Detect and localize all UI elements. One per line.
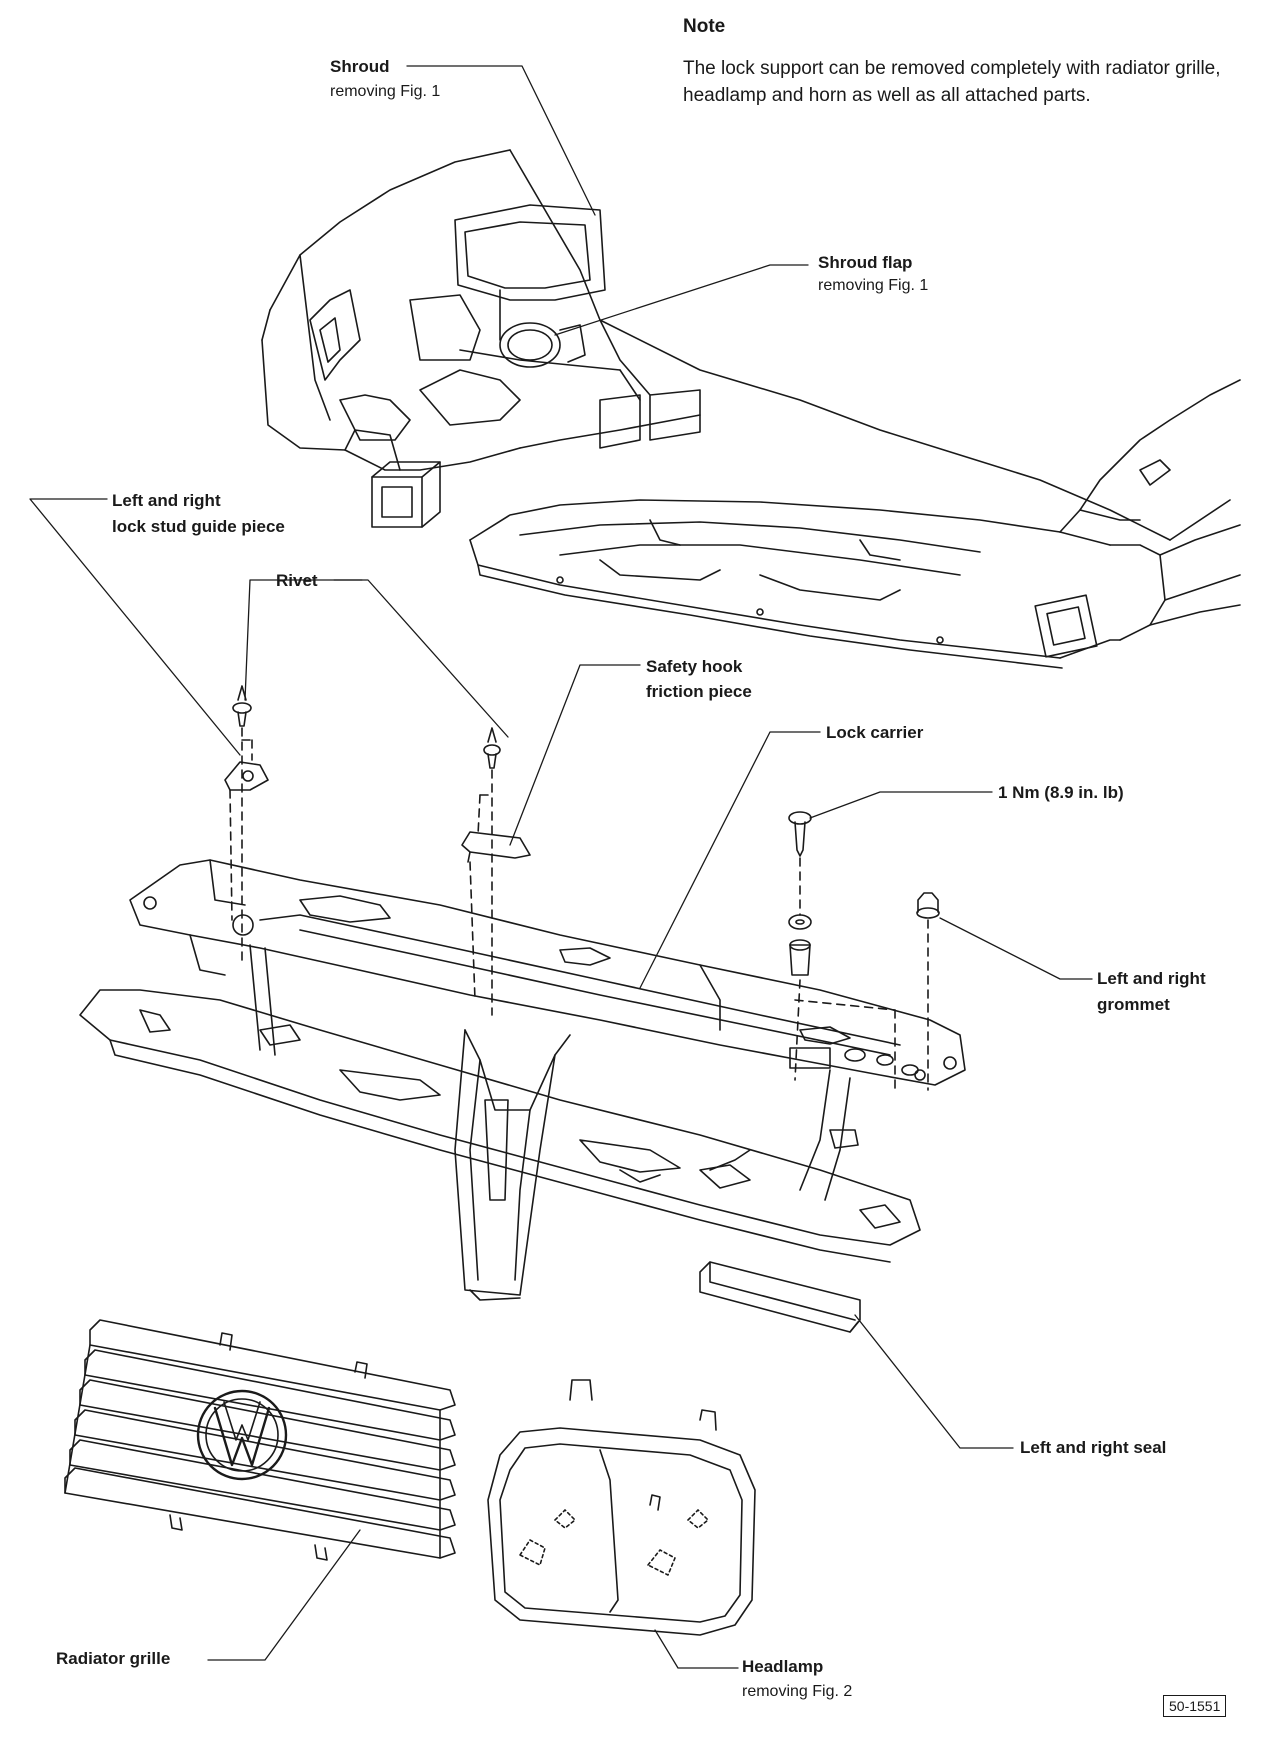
- assembly-guide-lines: [230, 728, 928, 1090]
- lock-carrier: [80, 860, 965, 1300]
- label-lock-carrier: Lock carrier: [826, 723, 924, 742]
- seal: [700, 1262, 860, 1332]
- label-headlamp: Headlamp: [742, 1657, 824, 1676]
- label-safety-hook-1: Safety hook: [646, 657, 743, 676]
- label-grommet-1: Left and right: [1097, 969, 1206, 988]
- headlamp: [488, 1380, 755, 1635]
- figure-number: 50-1551: [1163, 1695, 1227, 1717]
- label-shroud-flap-sub: removing Fig. 1: [818, 277, 929, 294]
- leader-lines: [30, 66, 1092, 1668]
- label-lock-stud-guide-1: Left and right: [112, 491, 221, 510]
- label-shroud-flap: Shroud flap: [818, 253, 913, 272]
- vehicle-body-front: [262, 150, 1240, 668]
- lock-stud-guide-piece: [225, 762, 268, 790]
- label-lock-stud-guide-2: lock stud guide piece: [112, 517, 285, 536]
- label-safety-hook-2: friction piece: [646, 682, 752, 701]
- grommet: [917, 893, 939, 918]
- label-seal: Left and right seal: [1020, 1438, 1167, 1457]
- label-shroud: Shroud: [330, 57, 390, 76]
- rivet-left: [233, 686, 251, 726]
- note-title: Note: [683, 16, 726, 37]
- label-grommet-2: grommet: [1097, 995, 1170, 1014]
- label-headlamp-sub: removing Fig. 2: [742, 1683, 853, 1700]
- label-rivet: Rivet: [276, 571, 318, 590]
- safety-hook-friction-piece: [462, 832, 530, 862]
- rivet-right: [484, 728, 500, 768]
- label-radiator-grille: Radiator grille: [56, 1649, 171, 1668]
- label-torque: 1 Nm (8.9 in. lb): [998, 783, 1124, 802]
- note-body: The lock support can be removed complete…: [683, 58, 1221, 106]
- label-shroud-sub: removing Fig. 1: [330, 83, 441, 100]
- radiator-grille: [65, 1320, 455, 1560]
